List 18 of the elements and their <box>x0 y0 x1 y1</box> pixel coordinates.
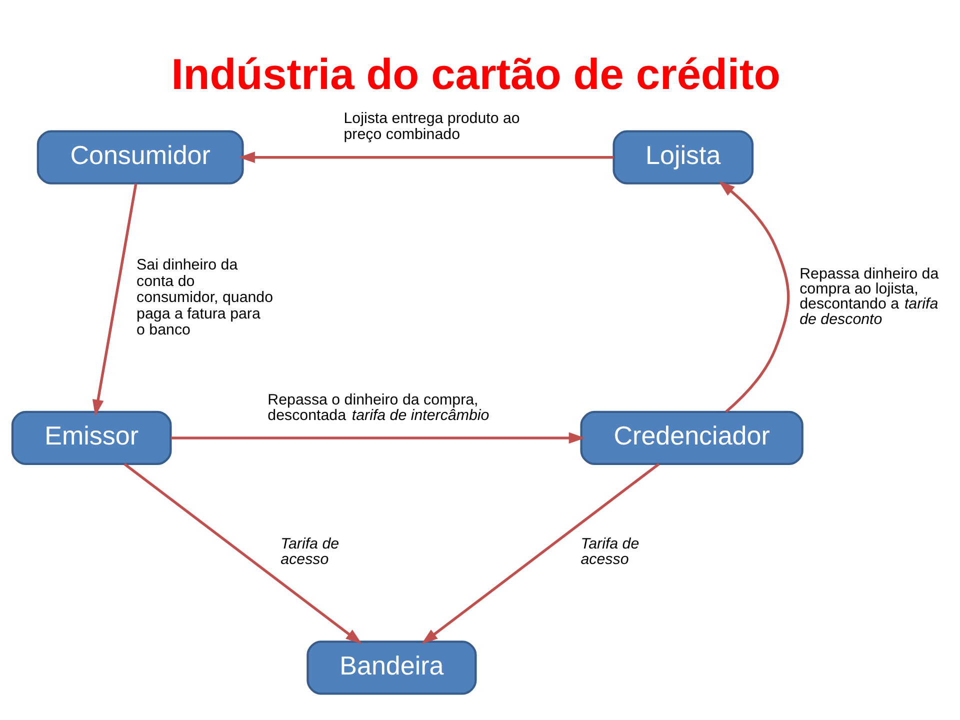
edge-label: Sai dinheiro da conta do consumidor, quando paga a fatura para o banco <box>136 256 274 338</box>
node-box: Credenciador <box>580 410 804 465</box>
arrow <box>421 462 660 644</box>
arrow <box>124 462 362 644</box>
arrow <box>718 180 790 412</box>
node-box: Lojista <box>612 130 754 184</box>
node-box: Emissor <box>11 410 172 465</box>
node-box: Bandeira <box>306 640 477 694</box>
edge-label: Lojista entrega produto ao preço combinado <box>344 109 520 143</box>
edge-label: Repassa dinheiro da compra ao lojista, descontando a tarifa de desconto <box>800 264 939 328</box>
edge-label: Repassa o dinheiro da compra, descontada tarifa de intercâmbio <box>268 391 490 424</box>
arrow <box>92 182 138 416</box>
diagram-title: Indústria do cartão de crédito <box>171 50 780 99</box>
arrow <box>238 151 614 163</box>
edge-label: Tarifa de acesso <box>280 535 340 568</box>
node-box: Consumidor <box>36 130 244 184</box>
arrow <box>170 432 586 444</box>
edge-label: Tarifa de acesso <box>580 535 640 568</box>
